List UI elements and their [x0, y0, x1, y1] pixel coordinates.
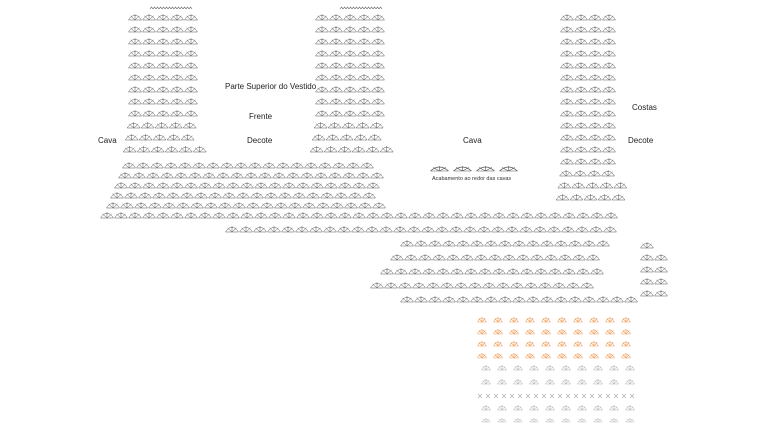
armhole-finish-sample: [430, 166, 518, 172]
accent-stitches: [477, 317, 631, 359]
back-label: Costas: [632, 103, 657, 112]
neckline-back-label: Decote: [628, 136, 654, 145]
armhole-mid-label: Cava: [463, 136, 482, 145]
front-label: Frente: [249, 112, 273, 121]
title-label: Parte Superior do Vestido: [225, 82, 317, 91]
shell-stitches: [100, 14, 668, 303]
finishing-stitches: [477, 365, 635, 423]
armhole-finish-label: Acabamento ao redor das cavas: [432, 176, 512, 182]
armhole-left-label: Cava: [98, 136, 117, 145]
foundation-chains: [149, 6, 383, 10]
neckline-front-label: Decote: [247, 136, 273, 145]
